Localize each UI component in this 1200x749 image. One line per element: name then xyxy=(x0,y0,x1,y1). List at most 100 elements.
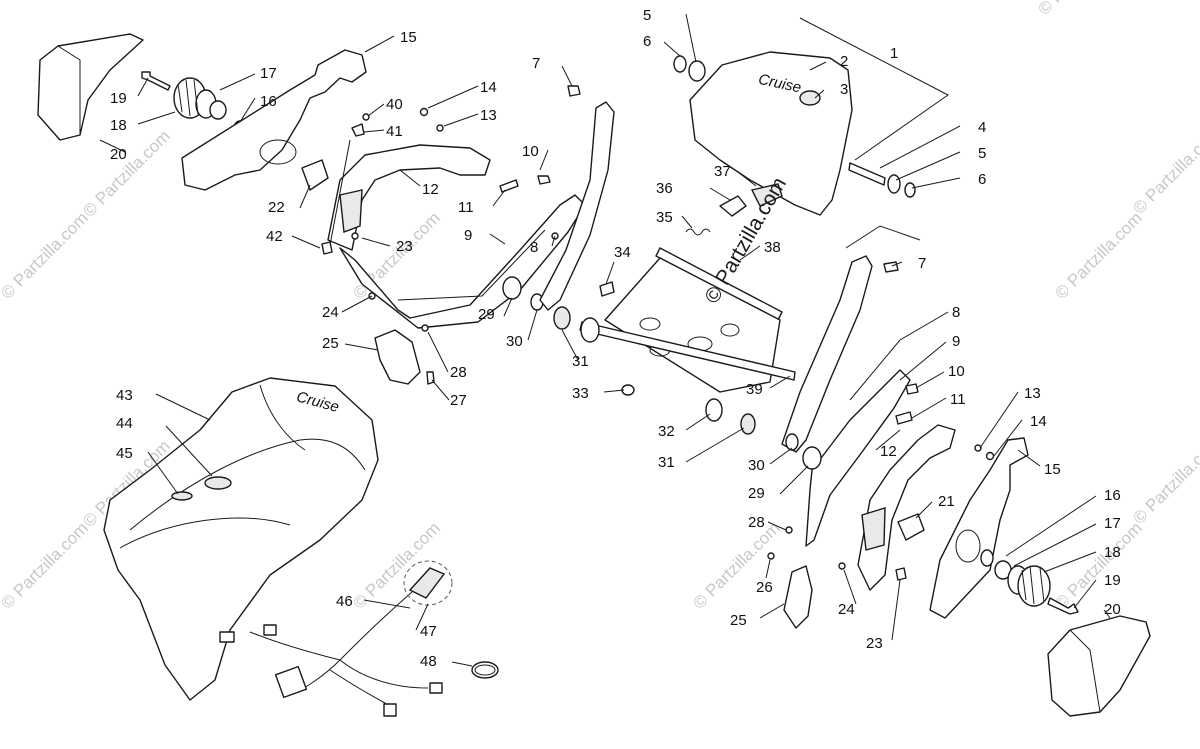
watermark: © Partzilla.com xyxy=(1034,0,1128,19)
watermark: © Partzilla.com xyxy=(79,126,173,220)
callout-7-left: 7 xyxy=(532,55,540,72)
washer-13 xyxy=(436,124,444,132)
callout-35: 35 xyxy=(656,209,673,226)
callout-45: 45 xyxy=(116,445,133,462)
pad-22 xyxy=(301,159,329,191)
screw-14 xyxy=(419,107,429,117)
callout-11-left: 11 xyxy=(458,199,474,216)
callout-18-left: 18 xyxy=(110,117,127,134)
screw-7-left xyxy=(567,85,581,97)
handle-frame-right xyxy=(857,424,956,591)
washer-5-top xyxy=(688,60,706,82)
connector-b xyxy=(263,624,277,636)
screw-10-right xyxy=(905,383,919,395)
leader-lines xyxy=(99,13,1111,667)
side-cover-right xyxy=(1047,615,1151,717)
callout-40: 40 xyxy=(386,96,403,113)
washer-6-top xyxy=(673,55,687,73)
badge-3 xyxy=(799,90,821,106)
callout-16-right: 16 xyxy=(1104,487,1121,504)
callout-9-left: 9 xyxy=(464,227,472,244)
callout-48: 48 xyxy=(420,653,437,670)
connector-c xyxy=(429,682,443,694)
pin-4 xyxy=(848,162,886,186)
screw-14-right xyxy=(985,451,995,461)
callout-43: 43 xyxy=(116,387,133,404)
screw-23-left xyxy=(351,232,359,240)
pin-11 xyxy=(499,179,519,193)
callout-25-left: 25 xyxy=(322,335,339,352)
callout-47: 47 xyxy=(420,623,437,640)
callout-23-right: 23 xyxy=(866,635,883,652)
callout-15-right: 15 xyxy=(1044,461,1061,478)
callout-25-right: 25 xyxy=(730,612,747,629)
callout-44: 44 xyxy=(116,415,133,432)
callout-5-top: 5 xyxy=(643,7,651,24)
callout-13-left: 13 xyxy=(480,107,497,124)
nut-24-right xyxy=(838,562,846,570)
latch-37 xyxy=(750,183,783,207)
washer-13-right xyxy=(974,444,982,452)
callout-27: 27 xyxy=(450,392,467,409)
clip-41 xyxy=(351,123,365,137)
side-panel-left xyxy=(181,49,367,191)
callout-17-left: 17 xyxy=(260,65,277,82)
callout-19-right: 19 xyxy=(1104,572,1121,589)
callout-1: 1 xyxy=(890,45,898,62)
bracket-left-25 xyxy=(374,329,421,385)
callout-31-right: 31 xyxy=(658,454,675,471)
arm-right-9 xyxy=(805,369,911,547)
handle-frame-left xyxy=(327,144,491,251)
base-plate xyxy=(604,257,781,393)
side-panel-right xyxy=(929,437,1029,619)
nut-28-right xyxy=(785,526,793,534)
callout-16-left: 16 xyxy=(260,93,277,110)
callout-23-left: 23 xyxy=(396,238,413,255)
callout-10-left: 10 xyxy=(522,143,539,160)
callout-28-left: 28 xyxy=(450,364,467,381)
callout-30-right: 30 xyxy=(748,457,765,474)
callout-14-left: 14 xyxy=(480,79,497,96)
screw-right-19 xyxy=(1047,597,1079,615)
side-cover-left-edge xyxy=(57,45,81,135)
assembly-bracket-1 xyxy=(799,17,949,249)
callout-12-right: 12 xyxy=(880,443,897,460)
callout-22: 22 xyxy=(268,199,285,216)
clamp-right xyxy=(861,507,886,551)
arm-left-9 xyxy=(339,194,586,329)
seat-badge-45 xyxy=(171,491,193,501)
bracket-right-25 xyxy=(783,565,813,629)
callout-5-right: 5 xyxy=(978,145,986,162)
callout-11-right: 11 xyxy=(950,391,966,408)
lever-36 xyxy=(719,195,747,217)
callout-24-left: 24 xyxy=(322,304,339,321)
nut-40 xyxy=(362,113,370,121)
callout-4: 4 xyxy=(978,119,986,136)
callout-18-right: 18 xyxy=(1104,544,1121,561)
screw-left-19 xyxy=(141,71,171,91)
watermark: © Partzilla.com xyxy=(349,518,443,612)
callout-8-right: 8 xyxy=(952,304,960,321)
clamp-left xyxy=(339,189,363,233)
upright-right xyxy=(781,255,873,453)
callout-10-right: 10 xyxy=(948,363,965,380)
callout-3: 3 xyxy=(840,81,848,98)
callout-36: 36 xyxy=(656,180,673,197)
watermark: © Partzilla.com xyxy=(1051,518,1145,612)
callout-28-right: 28 xyxy=(748,514,765,531)
callout-32: 32 xyxy=(658,423,675,440)
callout-6-top: 6 xyxy=(643,33,651,50)
washer-17 xyxy=(209,100,227,120)
washer-16-right xyxy=(980,549,994,567)
callout-19-left: 19 xyxy=(110,90,127,107)
watermark: © Partzilla.com xyxy=(689,518,783,612)
callout-17-right: 17 xyxy=(1104,515,1121,532)
wiring-harness xyxy=(219,591,443,717)
bushing-32-left xyxy=(580,317,600,343)
connector-main xyxy=(274,665,308,699)
screw-7-right xyxy=(883,261,899,273)
washer-6-right xyxy=(904,182,916,198)
watermark: © Partzilla.com xyxy=(349,208,443,302)
screw-27 xyxy=(426,371,435,385)
knob-right xyxy=(1007,565,1051,607)
